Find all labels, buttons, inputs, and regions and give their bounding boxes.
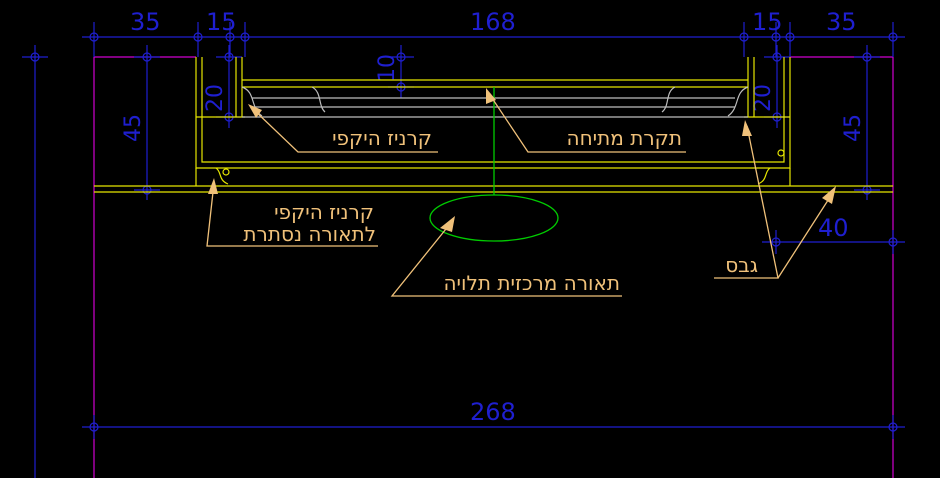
- dim-top-center-168: 168: [470, 8, 516, 36]
- pendant-light: [429, 87, 559, 242]
- label-gypsum: גבס: [725, 253, 758, 277]
- label-hidden-cornice-line2: לתאורה נסתרת: [243, 222, 376, 246]
- dim-right-20: 20: [751, 84, 776, 112]
- dim-right-40: 40: [818, 214, 849, 242]
- dim-left-20: 20: [203, 84, 228, 112]
- label-central-pendant-light: תאורה מרכזית תלויה: [443, 271, 620, 295]
- label-perimeter-cornice: קרניז היקפי: [332, 126, 432, 150]
- dim-top-right-15: 15: [752, 8, 783, 36]
- dim-bottom-268: 268: [470, 398, 516, 426]
- dim-top-left-35: 35: [130, 8, 161, 36]
- dim-left-45: 45: [121, 114, 146, 142]
- cornice-profiles: [215, 86, 785, 185]
- dim-top-right-35: 35: [826, 8, 857, 36]
- dimension-lines: [22, 22, 905, 478]
- dim-top-left-15: 15: [206, 8, 237, 36]
- dim-right-45: 45: [841, 114, 866, 142]
- label-hidden-cornice-line1: קרניז היקפי: [274, 200, 374, 224]
- label-stretch-ceiling: תקרת מתיחה: [567, 126, 682, 150]
- dim-center-10: 10: [375, 54, 400, 82]
- dimension-ticks: [30, 32, 898, 432]
- annotation-leaders: [206, 91, 833, 297]
- annotation-arrowheads: [208, 88, 836, 232]
